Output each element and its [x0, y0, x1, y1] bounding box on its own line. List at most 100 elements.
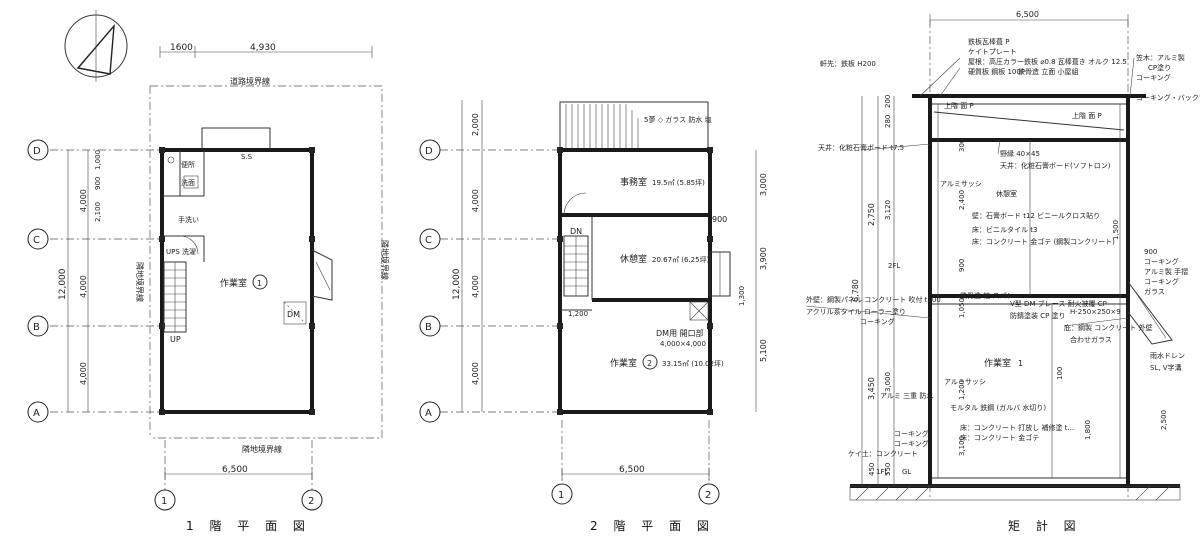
floor1-dm-label: DM [287, 310, 300, 319]
section-room-number: 1 [1018, 359, 1023, 368]
section-dim-2500: 2,500 [1160, 410, 1168, 430]
floor2-rest-label: 休憩室 [620, 253, 647, 265]
section-dim-1800: 1,800 [1084, 420, 1092, 440]
dim-900: 900 [94, 177, 102, 190]
floor2-dim-1200: 1,200 [568, 310, 588, 318]
floor2-grid-2: 2 [705, 490, 711, 501]
section-dim-200: 200 [884, 95, 892, 108]
site-boundary [150, 85, 383, 439]
note-rest-room: 休憩室 [996, 189, 1017, 198]
floor2-dim-4000-mid: 4,000 [471, 275, 480, 298]
note-ceiling-board: 天井：化粧石膏ボード(ソフトロン) [1000, 161, 1111, 170]
note-roof-4: 鉄骨造 立面 小屋組 [1018, 67, 1078, 76]
floor1-outer-wall [160, 148, 314, 414]
note-sash-2: アルミサッシ [944, 378, 986, 386]
dim-4000-mid: 4,000 [79, 275, 88, 298]
note-low-3: コーキング [894, 429, 929, 438]
note-floor-b: 床：コンクリート 金ゴテ (鋼製コンクリート) [972, 237, 1115, 246]
section-dim-550: 550 [884, 463, 892, 476]
grid-1-bubble: 1 [161, 496, 167, 507]
foundation-hatch [849, 485, 1181, 501]
section-dim-3450: 3,450 [867, 377, 876, 400]
note-side-c1: コーキング [1144, 257, 1179, 266]
floor2-caption: 2 階 平 面 図 [590, 518, 715, 533]
columns [159, 147, 315, 415]
note-canopy: 庇：鋼製 コンクリート 外壁 [1064, 323, 1152, 332]
note-floor-1f: 床：コンクリート 打放し 補修塗 t... [960, 423, 1074, 432]
note-floor-a: 床：ビニルタイル t3 [972, 225, 1037, 234]
canopy [1127, 281, 1173, 345]
floor1-ups-label: UPS 洗濯 [166, 247, 196, 256]
site-boundary-left-label: 隣地境界線 [135, 262, 145, 302]
floor1-hand-wash-label: 手洗い [178, 215, 199, 224]
note-eave: 軒先：鉄板 H200 [820, 59, 876, 68]
section-work-room-label: 作業室 [984, 357, 1011, 369]
note-joist: 野縁 40×45 [1000, 149, 1040, 158]
grid-a-bubble: A [33, 408, 40, 419]
note-side-c3: コーキング [1144, 277, 1179, 286]
floor2-dim-12000: 12,000 [452, 268, 462, 300]
floor2-dim-1300: 1,300 [738, 286, 746, 306]
floor2-rest-area: 20.67㎡ (6.25坪) [652, 256, 710, 264]
floor1-plan: 1600 4,930 道路境界線 隣地境界線 隣地境界線 隣地境界線 D C B… [27, 43, 390, 533]
section-caption: 矩 計 図 [1008, 518, 1082, 533]
floor2-work-area: 33.15㎡ (10.02坪) [662, 360, 724, 368]
floor1-washroom-label: 洗面 [181, 178, 195, 187]
right-door [311, 249, 333, 301]
dim-12000: 12,000 [58, 268, 68, 300]
note-side-c4: ガラス [1144, 287, 1165, 296]
note-2fl: 2FL [888, 262, 900, 270]
grid-d-bubble: D [33, 146, 41, 157]
note-top-r2: CP塗り [1148, 63, 1171, 72]
section-dim-900: 900 [958, 259, 966, 272]
note-low-4: コーキング [894, 439, 929, 448]
note-glass: 合わせガラス [1070, 335, 1112, 344]
dim-2100: 2,100 [94, 202, 102, 222]
note-floor-1f-b: 床：コンクリート 金ゴテ [960, 433, 1039, 442]
floor2-dim-900: 900 [712, 215, 727, 224]
dim-4930: 4,930 [250, 43, 276, 53]
note-gl: GL [902, 468, 911, 476]
note-roof-2: ケイトプレート [968, 48, 1017, 56]
floor2-dn-label: DN [570, 227, 582, 236]
floor2-grid-a: A [425, 408, 432, 419]
section-dim-450: 450 [868, 463, 876, 476]
grid-c-bubble: C [33, 235, 40, 246]
floor2-balcony [559, 101, 709, 151]
floor2-dim-5100: 5,100 [759, 339, 768, 362]
note-low-1: アルミ 三重 防水 [880, 391, 933, 400]
section-dim-3000: 3,000 [884, 372, 892, 392]
floor1-room-number: 1 [257, 279, 262, 288]
floor2-grid-c: C [425, 235, 432, 246]
note-ext-2: アクリル系タイル ローラー塗り [806, 307, 906, 316]
note-base: ケイ土：コンクリート [848, 449, 918, 458]
note-roof-1: 鉄板瓦棒葺 P [968, 37, 1009, 46]
note-side-s2: SL, V字溝 [1150, 363, 1182, 372]
floor2-outer-wall [558, 148, 712, 414]
section-detail: 6,500 [805, 10, 1200, 533]
note-ext-3: コーキング [860, 317, 895, 326]
floor2-room-number: 2 [647, 359, 652, 368]
note-low-2: モルタル 鉄鋼 (ガルバ 水切り) [950, 403, 1046, 412]
grid-b-bubble: B [33, 322, 40, 333]
note-top-r1: 笠木：アルミ製 [1136, 53, 1185, 62]
note-ceiling-left: 天井：化粧石膏ボード t7.5 [818, 143, 904, 152]
note-struct: 鉄骨造 柱 スパン [960, 291, 1014, 300]
floor2-work-room-label: 作業室 [610, 357, 637, 369]
floor2-dim-2000: 2,000 [471, 113, 480, 136]
floor1-up-label: UP [170, 335, 181, 344]
section-dim-280: 280 [884, 115, 892, 128]
note-side-900: 900 [1144, 248, 1157, 256]
section-dim-6500: 6,500 [1016, 10, 1039, 19]
note-side-c2: アルミ製 手摺 [1144, 267, 1188, 276]
dm-box [283, 301, 307, 325]
note-side-s1: 雨水ドレン [1150, 351, 1185, 360]
section-dim-300: 300 [958, 139, 966, 152]
note-ext-1: 外壁：鋼製パネル コンクリート 吹付 t100 [806, 295, 941, 304]
floor2-grid-b: B [425, 322, 432, 333]
section-dim-6780: 6,780 [851, 279, 860, 302]
note-wall-1: 壁：石膏ボード t12 ビニールクロス貼り [972, 211, 1100, 220]
floor2-dim-4000-bottom: 4,000 [471, 362, 480, 385]
section-dim-3100: 3,100 [958, 436, 966, 456]
floor1-work-room-label: 作業室 [220, 277, 247, 289]
